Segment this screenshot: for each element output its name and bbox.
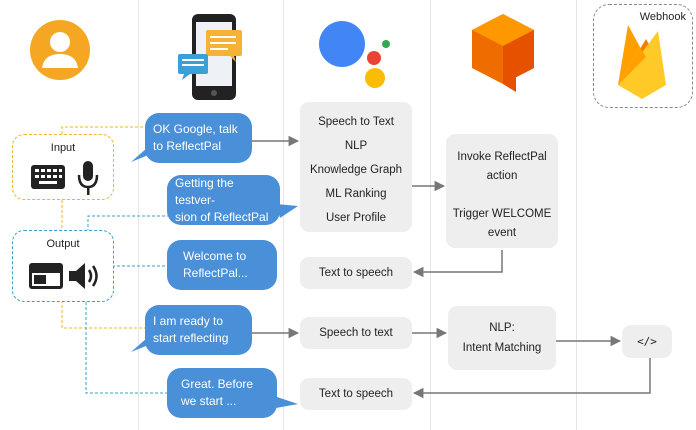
- dialogflow-line: Trigger WELCOME: [452, 208, 552, 220]
- assistant-item: User Profile: [325, 212, 387, 224]
- text-to-speech-label: Text to speech: [318, 388, 394, 400]
- nlp-line: Intent Matching: [462, 342, 542, 354]
- input-device-box: Input: [12, 134, 114, 200]
- speech-to-text-label: Speech to text: [319, 327, 393, 339]
- microphone-icon: [77, 161, 99, 195]
- screen-icon: [29, 263, 63, 289]
- text-to-speech-label: Text to speech: [318, 267, 394, 279]
- webhook-label: Webhook: [639, 11, 686, 23]
- nlp-intent-box: NLP: Intent Matching: [448, 306, 556, 370]
- speech-to-text-box: Speech to text: [300, 317, 412, 349]
- chat-bubble-user-1: OK Google, talk to ReflectPal: [145, 113, 252, 163]
- chat-bubble-assistant-2: Welcome to ReflectPal...: [167, 240, 277, 290]
- user-avatar-icon: [30, 20, 90, 80]
- dialogflow-action-box: Invoke ReflectPal action Trigger WELCOME…: [446, 134, 558, 248]
- assistant-item: ML Ranking: [325, 188, 387, 200]
- bubble-tail-2: [276, 204, 298, 218]
- assistant-item: NLP: [344, 140, 368, 152]
- chat-bubble-assistant-1: Getting the testver- sion of ReflectPal: [167, 175, 280, 225]
- text-to-speech-box-2: Text to speech: [300, 378, 412, 410]
- output-connector-3: [85, 302, 168, 394]
- smartphone-chat-icon: [176, 14, 248, 100]
- chat-bubble-text: Welcome to ReflectPal...: [183, 249, 248, 280]
- chat-bubble-assistant-3: Great. Before we start ...: [167, 368, 277, 418]
- speaker-icon: [69, 261, 101, 291]
- chat-bubble-text: Getting the testver- sion of ReflectPal: [175, 175, 269, 224]
- bubble-tail-4: [274, 396, 298, 408]
- webhook-container: Webhook: [593, 4, 693, 108]
- firebase-icon: [612, 21, 672, 101]
- output-connector-1: [87, 215, 170, 230]
- text-to-speech-box-1: Text to speech: [300, 257, 412, 289]
- chat-bubble-text: Great. Before we start ...: [181, 377, 254, 408]
- output-device-box: Output: [12, 230, 114, 302]
- input-connector-top: [61, 126, 150, 134]
- input-label: Input: [50, 142, 76, 154]
- bubble-tail-1: [131, 148, 151, 162]
- arrow-dialogflow-to-tts: [412, 250, 503, 278]
- chat-bubble-text: I am ready to start reflecting: [153, 314, 229, 345]
- google-assistant-icon: [318, 20, 394, 92]
- assistant-processing-box: Speech to Text NLP Knowledge Graph ML Ra…: [300, 102, 412, 232]
- lane-divider-3: [430, 0, 431, 430]
- arrow-webhook-to-tts: [412, 358, 651, 399]
- lane-divider-4: [576, 0, 577, 430]
- dialogflow-line: action: [486, 170, 518, 182]
- lane-divider-1: [138, 0, 139, 430]
- assistant-item: Speech to Text: [318, 116, 394, 128]
- chat-bubble-text: OK Google, talk to ReflectPal: [153, 122, 238, 153]
- code-icon: </>: [637, 335, 657, 348]
- dialogflow-icon: [470, 12, 536, 94]
- assistant-item: Knowledge Graph: [309, 164, 403, 176]
- nlp-line: NLP:: [489, 322, 515, 334]
- chat-bubble-user-2: I am ready to start reflecting: [145, 305, 252, 355]
- bubble-tail-3: [131, 338, 151, 352]
- output-label: Output: [46, 238, 80, 250]
- dialogflow-line: Invoke ReflectPal: [457, 151, 547, 163]
- dialogflow-line: event: [487, 227, 517, 239]
- keyboard-icon: [31, 165, 65, 189]
- webhook-code-box: </>: [622, 325, 672, 358]
